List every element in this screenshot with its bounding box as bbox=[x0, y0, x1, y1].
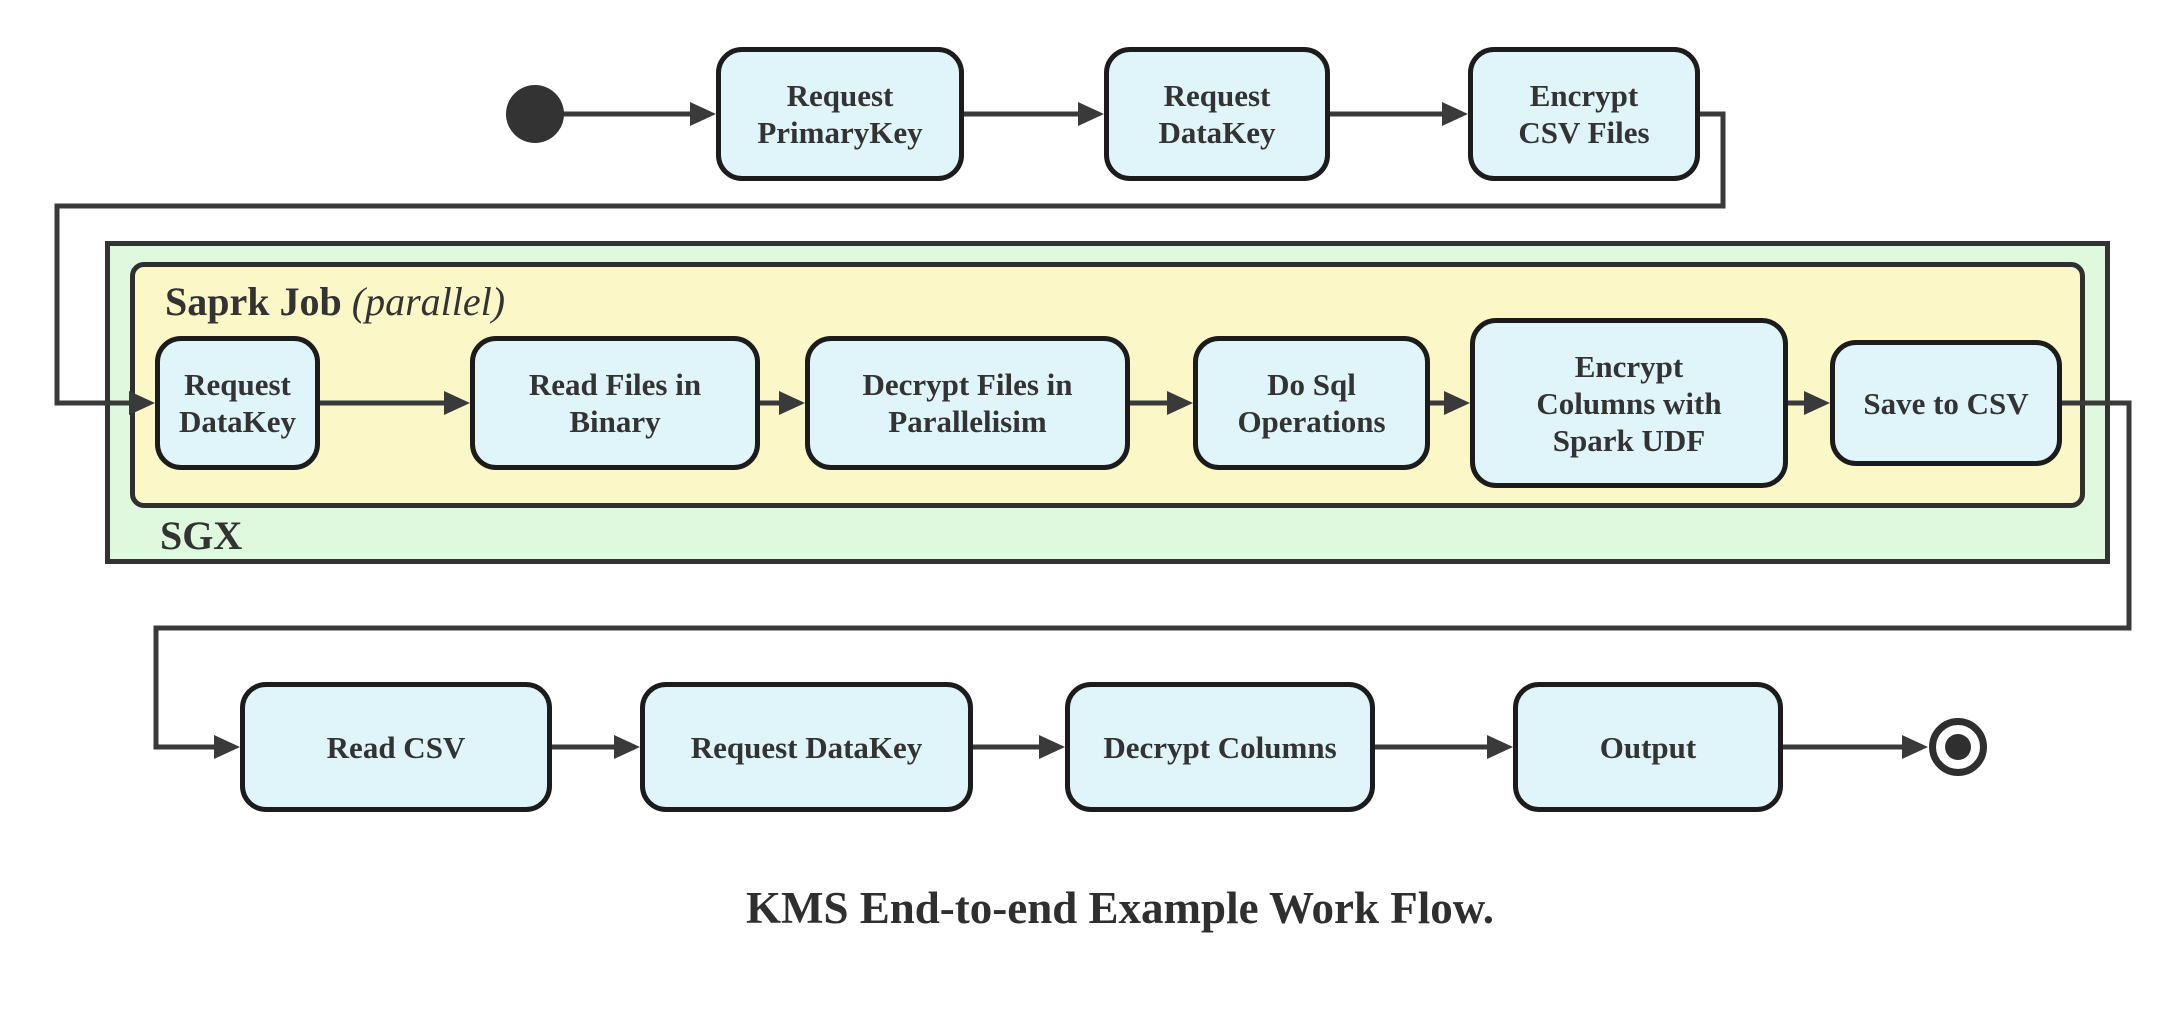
node-label: Read Files in Binary bbox=[528, 367, 702, 439]
node-encrypt-csv-files: Encrypt CSV Files bbox=[1468, 47, 1700, 181]
node-encrypt-columns-with-spark-udf: Encrypt Columns with Spark UDF bbox=[1470, 318, 1788, 488]
edge-start-to-request-primarykey bbox=[563, 102, 716, 126]
node-label: Request DataKey bbox=[1158, 78, 1276, 150]
node-label: Encrypt CSV Files bbox=[1518, 78, 1650, 150]
edge-request-primarykey-to-request-datakey bbox=[964, 102, 1104, 126]
node-label: Request DataKey bbox=[178, 367, 297, 439]
final-state-dot bbox=[1945, 734, 1971, 760]
node-decrypt-columns: Decrypt Columns bbox=[1065, 682, 1375, 812]
spark-job-annotation: (parallel) bbox=[351, 279, 506, 324]
node-do-sql-operations: Do Sql Operations bbox=[1193, 336, 1430, 470]
node-label: Output bbox=[1599, 729, 1697, 765]
edge-output-to-end bbox=[1783, 735, 1928, 759]
node-decrypt-files-in-parallelisim: Decrypt Files in Parallelisim bbox=[805, 336, 1130, 470]
node-label: Encrypt Columns with Spark UDF bbox=[1536, 348, 1722, 458]
node-label: Read CSV bbox=[326, 729, 466, 765]
node-label: Decrypt Files in Parallelisim bbox=[862, 367, 1073, 439]
node-sgx-request-datakey: Request DataKey bbox=[155, 336, 320, 470]
spark-job-label: Saprk Job(parallel) bbox=[165, 278, 505, 325]
node-save-to-csv: Save to CSV bbox=[1830, 340, 2062, 466]
node-request-datakey-top: Request DataKey bbox=[1104, 47, 1330, 181]
node-request-datakey-bottom: Request DataKey bbox=[640, 682, 973, 812]
node-label: Decrypt Columns bbox=[1103, 729, 1337, 765]
node-request-primarykey: Request PrimaryKey bbox=[716, 47, 964, 181]
edge-request-datakey-to-encrypt-csv-files bbox=[1330, 102, 1468, 126]
diagram-caption: KMS End-to-end Example Work Flow. bbox=[745, 883, 1494, 933]
node-label: Save to CSV bbox=[1863, 385, 2029, 421]
node-label: Request DataKey bbox=[690, 729, 923, 765]
node-output: Output bbox=[1513, 682, 1783, 812]
sgx-label: SGX bbox=[160, 513, 243, 558]
edge-decrypt-columns-to-output bbox=[1375, 735, 1513, 759]
node-read-csv: Read CSV bbox=[240, 682, 552, 812]
edge-request-datakey-to-decrypt-columns bbox=[973, 735, 1065, 759]
edge-read-csv-to-request-datakey bbox=[552, 735, 640, 759]
node-read-files-in-binary: Read Files in Binary bbox=[470, 336, 760, 470]
node-label: Do Sql Operations bbox=[1237, 367, 1386, 439]
initial-state-icon bbox=[506, 85, 564, 143]
node-label: Request PrimaryKey bbox=[757, 78, 923, 150]
final-state-icon bbox=[1929, 718, 1987, 776]
spark-job-title: Saprk Job bbox=[165, 279, 342, 324]
